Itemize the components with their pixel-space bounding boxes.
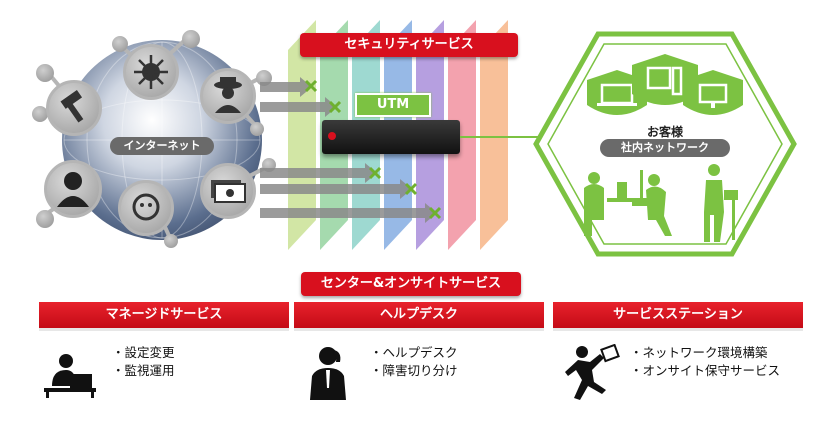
service-station-list: ・ネットワーク環境構築 ・オンサイト保守サービス [630, 344, 780, 380]
managed-service-list: ・設定変更 ・監視運用 [112, 344, 175, 380]
attack-arrows [260, 77, 442, 223]
phone-person-icon [310, 347, 346, 400]
face-icon [132, 193, 160, 221]
utm-connection-line [460, 136, 540, 138]
hammer-node [46, 80, 102, 136]
spy-icon [214, 77, 242, 113]
office-people-icon [584, 170, 672, 236]
list-item: ・ネットワーク環境構築 [630, 345, 768, 360]
virus-node [123, 44, 179, 100]
internet-label: インターネット [110, 137, 214, 155]
utm-device [322, 120, 460, 154]
utm-label: UTM [355, 93, 431, 117]
hacker-icon [57, 172, 89, 207]
office-worker-icon [704, 164, 738, 242]
money-node [200, 163, 256, 219]
desktop-icon [632, 54, 698, 105]
helpdesk-banner: ヘルプデスク [294, 302, 544, 331]
hacker-node [44, 160, 102, 218]
center-onsite-banner: センター&オンサイトサービス [301, 272, 521, 296]
small-node [36, 64, 54, 82]
face-node [118, 180, 174, 236]
list-item: ・ヘルプデスク [370, 345, 458, 360]
small-node [112, 36, 128, 52]
small-node [36, 210, 54, 228]
utm-logo-icon [328, 132, 336, 140]
small-node [250, 122, 264, 136]
running-person-icon [565, 344, 620, 400]
list-item: ・オンサイト保守サービス [630, 363, 781, 378]
desk-worker-icon [44, 354, 96, 398]
internal-network-label: 社内ネットワーク [600, 139, 730, 157]
small-node [164, 234, 178, 248]
hammer-icon [60, 89, 84, 123]
money-icon [211, 180, 246, 203]
list-item: ・監視運用 [112, 363, 175, 378]
virus-icon [134, 55, 168, 89]
list-item: ・設定変更 [112, 345, 175, 360]
list-item: ・障害切り分け [370, 363, 458, 378]
small-node [32, 106, 48, 122]
managed-service-banner: マネージドサービス [39, 302, 289, 331]
security-service-banner: セキュリティサービス [300, 33, 518, 57]
monitor-icon [683, 70, 743, 115]
small-node [182, 30, 200, 48]
blocked-marks [304, 79, 442, 220]
customer-label: お客様 [646, 125, 683, 139]
service-station-banner: サービスステーション [553, 302, 803, 331]
helpdesk-list: ・ヘルプデスク ・障害切り分け [370, 344, 458, 380]
spy-node [200, 68, 256, 124]
